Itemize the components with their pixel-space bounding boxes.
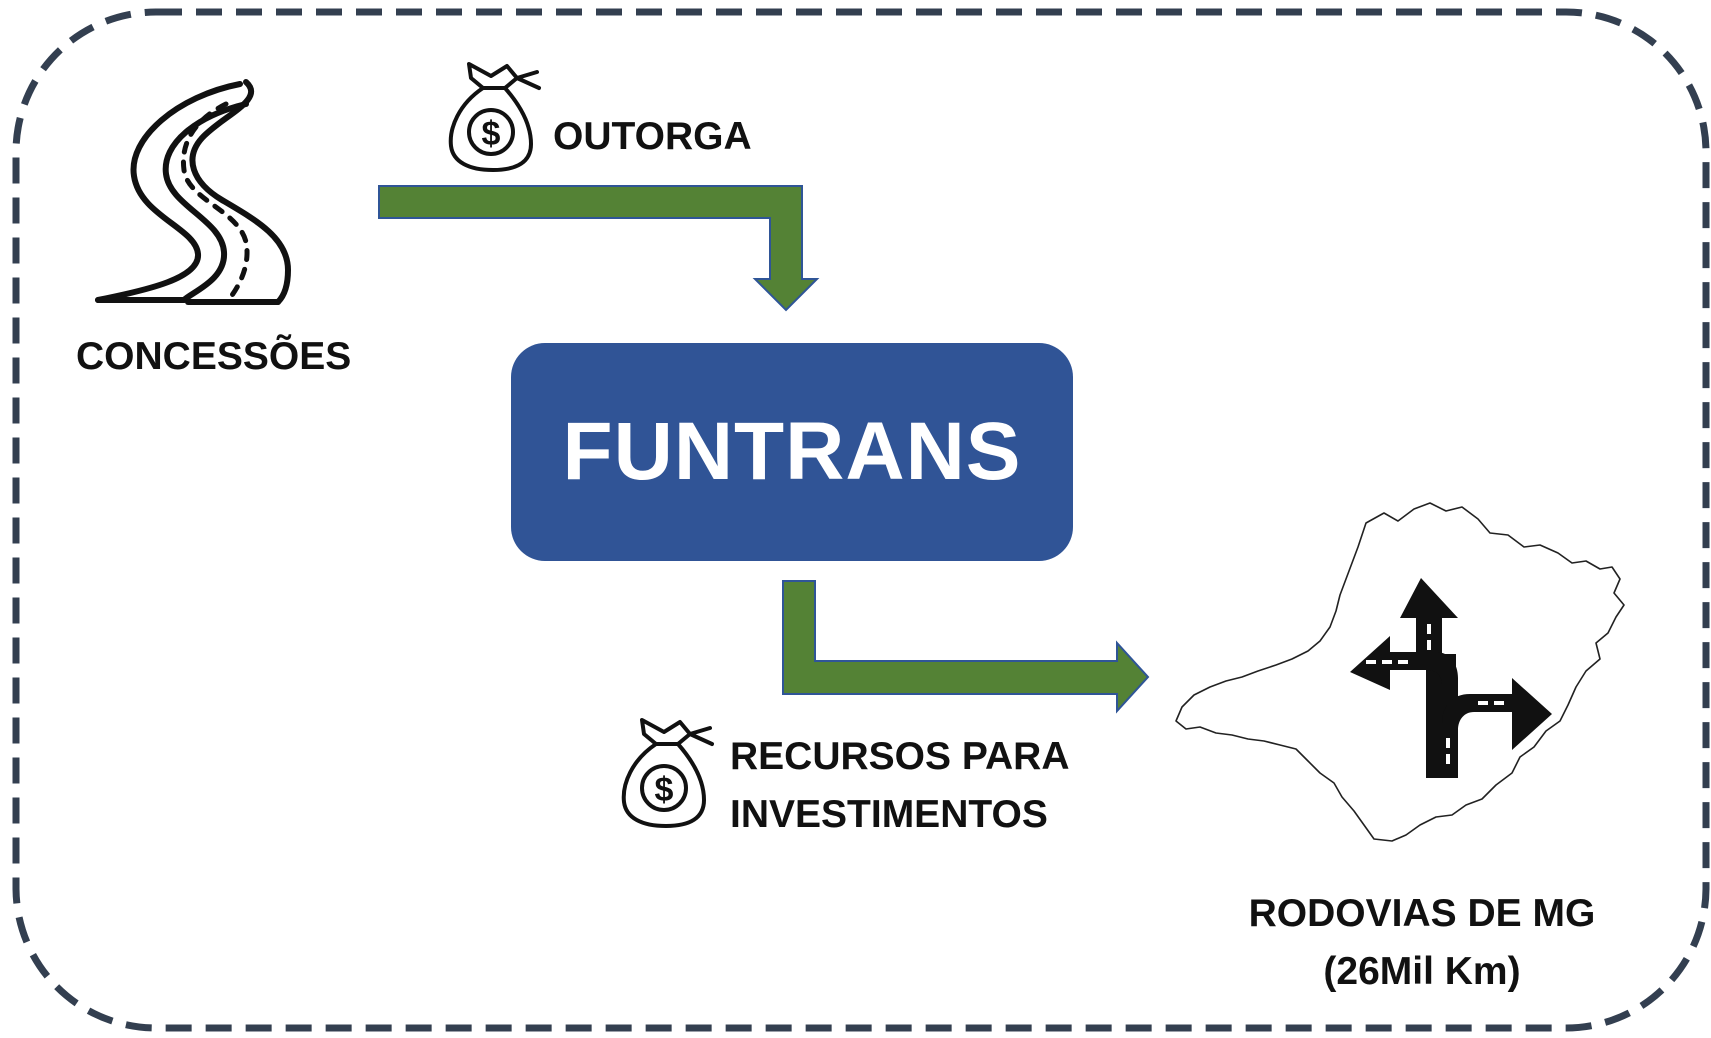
rodovias-label: RODOVIAS DE MG (26Mil Km) xyxy=(1222,885,1622,1001)
outorga-label: OUTORGA xyxy=(553,115,752,158)
money-bag-icon: $ xyxy=(448,62,541,172)
minas-gerais-map-icon xyxy=(1175,502,1625,842)
recursos-label-line2: INVESTIMENTOS xyxy=(730,793,1048,836)
road-icon xyxy=(95,79,291,305)
svg-text:$: $ xyxy=(482,115,501,153)
concessoes-label: CONCESSÕES xyxy=(76,335,352,378)
road-junction-icon xyxy=(1350,578,1552,778)
svg-text:$: $ xyxy=(655,771,674,809)
rodovias-label-line1: RODOVIAS DE MG xyxy=(1248,892,1596,935)
recursos-arrow xyxy=(782,580,1150,714)
money-bag-icon: $ xyxy=(621,718,714,828)
recursos-label: RECURSOS PARA INVESTIMENTOS xyxy=(730,728,1069,844)
rodovias-label-line2: (26Mil Km) xyxy=(1323,950,1521,993)
funtrans-label: FUNTRANS xyxy=(562,406,1022,497)
outorga-arrow xyxy=(378,185,820,312)
recursos-label-line1: RECURSOS PARA xyxy=(730,735,1070,778)
funtrans-node: FUNTRANS xyxy=(511,343,1073,561)
